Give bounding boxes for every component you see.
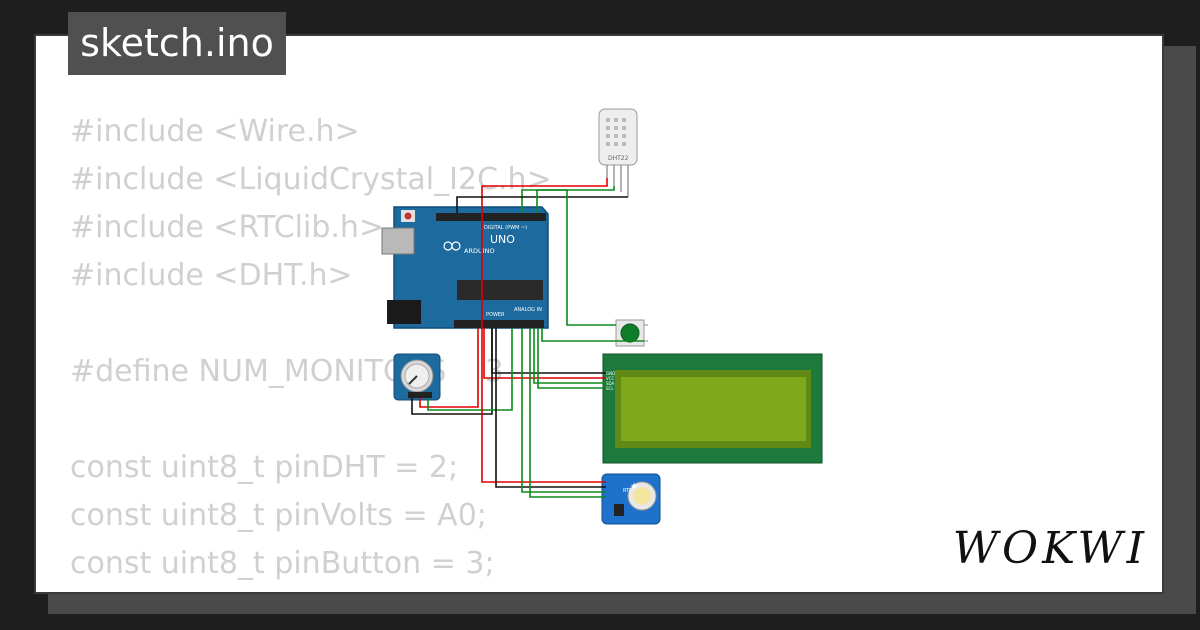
- wire-rtc-scl: [529, 328, 606, 498]
- code-line: #include <RTClib.h>: [70, 210, 385, 245]
- wire-lcd-vcc: [483, 328, 606, 379]
- power-analog-header: [454, 320, 544, 328]
- reset-button[interactable]: [404, 212, 412, 220]
- code-line: #include <DHT.h>: [70, 258, 353, 293]
- wire-rtc-sda: [521, 328, 606, 493]
- digital-header-label: DIGITAL (PWM ~): [484, 225, 527, 231]
- wire-pot-vcc: [419, 328, 479, 408]
- code-line: #include <LiquidCrystal_I2C.h>: [70, 162, 552, 197]
- code-preview: #include <Wire.h> #include <LiquidCrystal…: [70, 108, 552, 588]
- arduino-model-label: UNO: [490, 233, 515, 246]
- wire-rtc-gnd: [495, 328, 606, 488]
- code-line: const uint8_t pinButton = 3;: [70, 546, 495, 581]
- preview-card[interactable]: #include <Wire.h> #include <LiquidCrystal…: [34, 34, 1164, 594]
- lcd-pin-vcc: VCC: [606, 376, 615, 381]
- code-line: #include <Wire.h>: [70, 114, 360, 149]
- power-jack: [387, 300, 421, 324]
- analog-label: ANALOG IN: [514, 307, 542, 313]
- wires: [411, 178, 644, 498]
- push-button[interactable]: [612, 319, 648, 347]
- lcd-pin-scl: SCL: [606, 386, 614, 391]
- file-tab[interactable]: sketch.ino: [68, 12, 286, 75]
- usb-port: [381, 227, 415, 255]
- wokwi-logo: WOKWI: [952, 523, 1148, 574]
- wire-lcd-gnd: [491, 328, 606, 374]
- wire-dht-data: [521, 186, 615, 213]
- wire-lcd-sda: [533, 328, 606, 384]
- circuit-diagram: UNO ARDUINO DIGITAL (PWM ~) POWER ANALOG…: [381, 108, 823, 525]
- lcd-screen: [621, 377, 806, 441]
- wire-lcd-scl: [537, 328, 606, 389]
- arduino-brand-label: ARDUINO: [464, 247, 495, 255]
- dht22-label: DHT22: [608, 155, 629, 162]
- digital-header: [436, 213, 546, 221]
- code-line: const uint8_t pinVolts = A0;: [70, 498, 487, 533]
- wire-dht-gnd: [456, 196, 628, 213]
- wire-pot-signal: [427, 328, 513, 411]
- lcd-display[interactable]: GND VCC SDA SCL: [602, 353, 823, 464]
- rtc-label: RTC: [623, 488, 633, 494]
- atmega-chip: [457, 280, 543, 300]
- power-label: POWER: [486, 312, 505, 318]
- code-line: const uint8_t pinDHT = 2;: [70, 450, 459, 485]
- lcd-pin-sda: SDA: [606, 381, 615, 386]
- arduino-uno-board[interactable]: UNO ARDUINO DIGITAL (PWM ~) POWER ANALOG…: [381, 206, 549, 329]
- dht22-sensor[interactable]: DHT22: [598, 108, 638, 197]
- star-icon: ★: [630, 482, 638, 492]
- wire-dht-vcc: [481, 178, 608, 213]
- wire-rtc-vcc: [481, 213, 606, 483]
- wire-button: [536, 189, 616, 326]
- lcd-pin-gnd: GND: [606, 371, 615, 376]
- potentiometer[interactable]: [393, 353, 441, 401]
- wire-pot-gnd: [411, 328, 493, 415]
- rtc-module[interactable]: RTC ★: [601, 473, 661, 525]
